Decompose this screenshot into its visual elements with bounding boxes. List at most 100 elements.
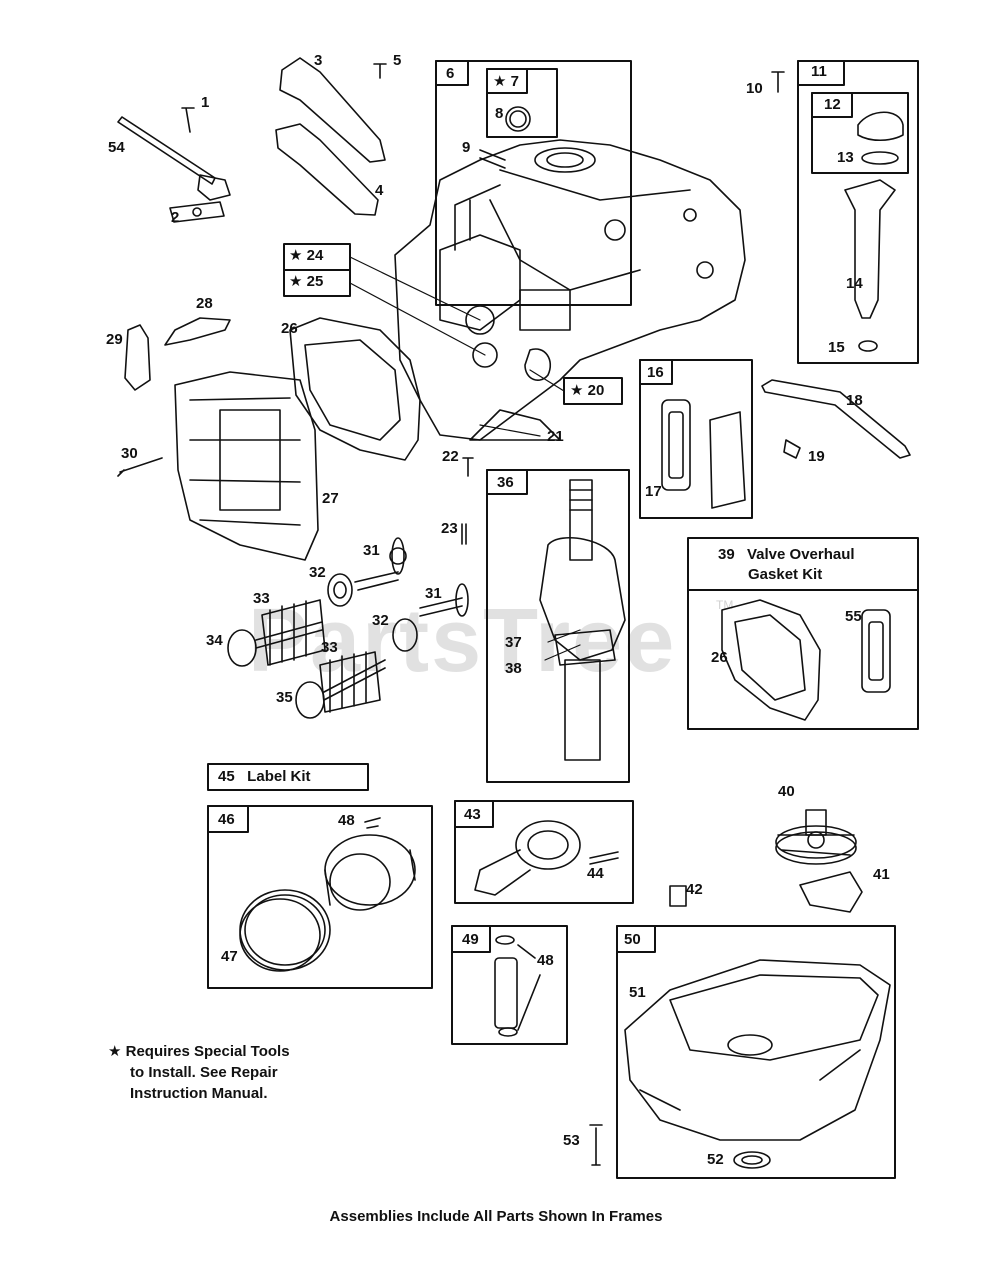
frame-12-tab bbox=[811, 92, 853, 118]
wrist-pin-drawing bbox=[494, 935, 541, 1037]
crankshaft-drawing bbox=[539, 479, 626, 761]
callout-43: 43 bbox=[464, 806, 481, 823]
frame-46 bbox=[207, 805, 433, 989]
callout-27: 27 bbox=[322, 490, 339, 507]
callout-42: 42 bbox=[686, 881, 703, 898]
frame-43-tab bbox=[454, 800, 494, 828]
callout-26-kit: 26 bbox=[711, 649, 728, 666]
callout-7: ★ 7 bbox=[493, 73, 519, 90]
callout-31b: 31 bbox=[425, 585, 442, 602]
cylinder-block-drawing bbox=[394, 139, 746, 441]
callout-49: 49 bbox=[462, 931, 479, 948]
frame-11-tab bbox=[797, 60, 845, 86]
callout-48: 48 bbox=[338, 812, 355, 829]
kit-gasket-drawing bbox=[661, 399, 891, 721]
frame-6-tab bbox=[435, 60, 469, 86]
callout-31: 31 bbox=[363, 542, 380, 559]
callout-10: 10 bbox=[746, 80, 763, 97]
frame-45 bbox=[207, 763, 369, 791]
frame-12 bbox=[811, 92, 909, 174]
callout-18: 18 bbox=[846, 392, 863, 409]
callout-33: 33 bbox=[253, 590, 270, 607]
callout-40: 40 bbox=[778, 783, 795, 800]
leader-lines bbox=[349, 256, 581, 661]
callout-15: 15 bbox=[828, 339, 845, 356]
callout-5: 5 bbox=[393, 52, 402, 69]
special-tools-note-line1: ★ Requires Special Tools bbox=[108, 1043, 290, 1060]
callout-50: 50 bbox=[624, 931, 641, 948]
callout-17: 17 bbox=[645, 483, 662, 500]
callout-55: 55 bbox=[845, 608, 862, 625]
callout-47: 47 bbox=[221, 948, 238, 965]
callout-21: 21 bbox=[547, 428, 564, 445]
head-and-gasket-drawing bbox=[117, 317, 474, 561]
callout-13: 13 bbox=[837, 149, 854, 166]
frame-43 bbox=[454, 800, 634, 904]
frame-6 bbox=[435, 60, 632, 306]
callout-12: 12 bbox=[824, 96, 841, 113]
callout-24: ★ 24 bbox=[289, 247, 324, 264]
assembly-frames bbox=[207, 60, 919, 1179]
frame-49 bbox=[451, 925, 568, 1045]
special-tools-note-line2: to Install. See Repair bbox=[130, 1064, 278, 1081]
callout-25: ★ 25 bbox=[289, 273, 324, 290]
callout-38: 38 bbox=[505, 660, 522, 677]
callout-53: 53 bbox=[563, 1132, 580, 1149]
callout-37: 37 bbox=[505, 634, 522, 651]
callout-32b: 32 bbox=[372, 612, 389, 629]
callout-23: 23 bbox=[441, 520, 458, 537]
callout-16: 16 bbox=[647, 364, 664, 381]
callout-33b: 33 bbox=[321, 639, 338, 656]
frame-7-tab bbox=[486, 68, 528, 94]
callout-11: 11 bbox=[811, 63, 827, 80]
callout-44: 44 bbox=[587, 865, 604, 882]
callout-41: 41 bbox=[873, 866, 890, 883]
callout-9: 9 bbox=[462, 139, 471, 156]
kit-39-title-line1: Valve Overhaul bbox=[747, 546, 855, 563]
callout-26: 26 bbox=[281, 320, 298, 337]
callout-54: 54 bbox=[108, 139, 125, 156]
connecting-rod-drawing bbox=[474, 820, 619, 896]
frame-46-tab bbox=[207, 805, 249, 833]
callout-4: 4 bbox=[375, 182, 384, 199]
piston-drawing bbox=[239, 817, 416, 972]
kit-39-title-line2: Gasket Kit bbox=[748, 566, 823, 583]
frame-49-tab bbox=[451, 925, 491, 953]
callout-48b: 48 bbox=[537, 952, 554, 969]
callout-6: 6 bbox=[446, 65, 455, 82]
special-tools-note-line3: Instruction Manual. bbox=[130, 1085, 268, 1102]
frame-16-tab bbox=[639, 359, 673, 385]
callout-29: 29 bbox=[106, 331, 123, 348]
frame-11 bbox=[797, 60, 919, 364]
callout-19: 19 bbox=[808, 448, 825, 465]
kit-45-label: 45 Label Kit bbox=[218, 768, 311, 785]
callout-35: 35 bbox=[276, 689, 293, 706]
sump-drawing bbox=[589, 959, 891, 1169]
frame-36-tab bbox=[486, 469, 528, 495]
footer-note: Assemblies Include All Parts Shown In Fr… bbox=[329, 1208, 663, 1225]
callout-28: 28 bbox=[196, 295, 213, 312]
callout-20: ★ 20 bbox=[570, 382, 605, 399]
callout-34: 34 bbox=[206, 632, 223, 649]
callout-22: 22 bbox=[442, 448, 459, 465]
small-parts-drawing bbox=[117, 57, 911, 459]
gear-drawing bbox=[669, 809, 863, 913]
callout-52: 52 bbox=[707, 1151, 724, 1168]
callout-36: 36 bbox=[497, 474, 514, 491]
callout-14: 14 bbox=[846, 275, 863, 292]
callout-1: 1 bbox=[201, 94, 210, 111]
frame-39 bbox=[687, 537, 919, 730]
frame-50 bbox=[616, 925, 896, 1179]
frame-50-tab bbox=[616, 925, 656, 953]
callout-32: 32 bbox=[309, 564, 326, 581]
callout-30: 30 bbox=[121, 445, 138, 462]
frame-16 bbox=[639, 359, 753, 519]
callout-2: 2 bbox=[171, 209, 180, 226]
frame-36 bbox=[486, 469, 630, 783]
callout-3: 3 bbox=[314, 52, 323, 69]
valve-drawing bbox=[227, 537, 469, 719]
callout-51: 51 bbox=[629, 984, 646, 1001]
callout-46: 46 bbox=[218, 811, 235, 828]
kit-39-number: 39 bbox=[718, 546, 735, 563]
